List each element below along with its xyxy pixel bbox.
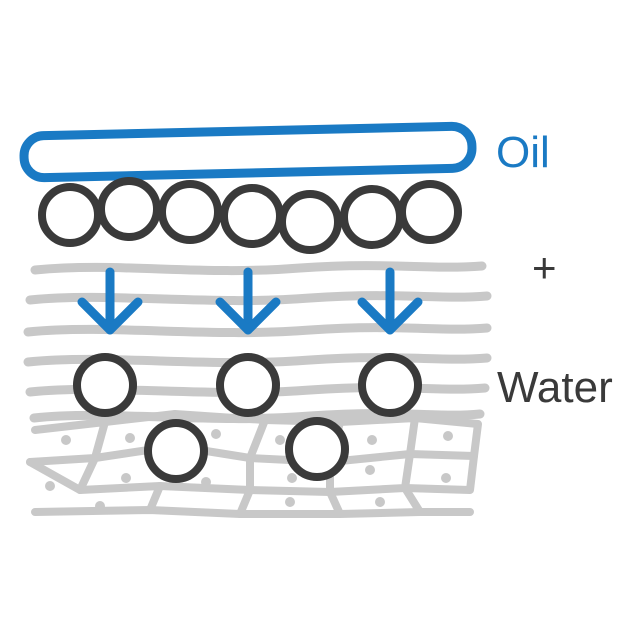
cell-nucleus-dot — [443, 431, 453, 441]
cell-nucleus-dot — [61, 435, 71, 445]
cell-nucleus-dot — [201, 477, 211, 487]
cell-layer — [26, 410, 482, 518]
arrow-down-icon — [357, 267, 423, 335]
molecule-circle — [278, 190, 342, 254]
cell-outline — [326, 488, 344, 518]
cell-nucleus-dot — [95, 501, 105, 511]
plus-label: + — [532, 244, 557, 291]
cell-outline — [171, 410, 269, 462]
water-molecule-circle — [285, 417, 349, 481]
skin-layer-line — [25, 291, 492, 306]
water-molecule-circle — [144, 419, 208, 483]
molecule-circle — [158, 180, 222, 244]
arrow-down-icon — [77, 267, 143, 335]
cell-outline — [401, 452, 478, 494]
cell-nucleus-dot — [287, 473, 297, 483]
molecule-circle — [97, 177, 161, 241]
cell-outline — [326, 414, 419, 466]
cell-outline — [31, 506, 474, 518]
water-label: Water — [497, 363, 613, 412]
water-molecules — [73, 353, 422, 483]
water-molecule-circle — [358, 353, 422, 417]
oil-label: Oil — [496, 128, 550, 177]
cell-nucleus-dot — [367, 435, 377, 445]
water-molecule-circle — [216, 353, 280, 417]
oil-film — [19, 121, 477, 183]
arrows — [77, 267, 423, 335]
cell-nucleus-dot — [45, 481, 55, 491]
molecule-circle — [38, 183, 102, 247]
cell-nucleus-dot — [121, 473, 131, 483]
molecule-circle — [220, 184, 284, 248]
arrow-down-icon — [215, 267, 281, 335]
cell-nucleus-dot — [211, 429, 221, 439]
molecule-row — [38, 177, 462, 254]
molecule-circle — [340, 185, 404, 249]
molecule-circle — [398, 180, 462, 244]
cell-nucleus-dot — [375, 497, 385, 507]
skin-layer-line — [30, 261, 487, 276]
cell-outline — [26, 458, 164, 514]
cell-nucleus-dot — [275, 435, 285, 445]
cell-nucleus-dot — [285, 497, 295, 507]
cell-nucleus-dot — [441, 473, 451, 483]
cell-nuclei — [45, 429, 453, 511]
cell-nucleus-dot — [365, 465, 375, 475]
cell-outline — [401, 484, 424, 516]
cell-nucleus-dot — [125, 433, 135, 443]
cell-outline — [406, 414, 482, 460]
water-molecule-circle — [73, 353, 137, 417]
cell-outline — [26, 418, 109, 466]
skin-layer-line — [23, 323, 492, 338]
cell-outline — [76, 454, 99, 494]
